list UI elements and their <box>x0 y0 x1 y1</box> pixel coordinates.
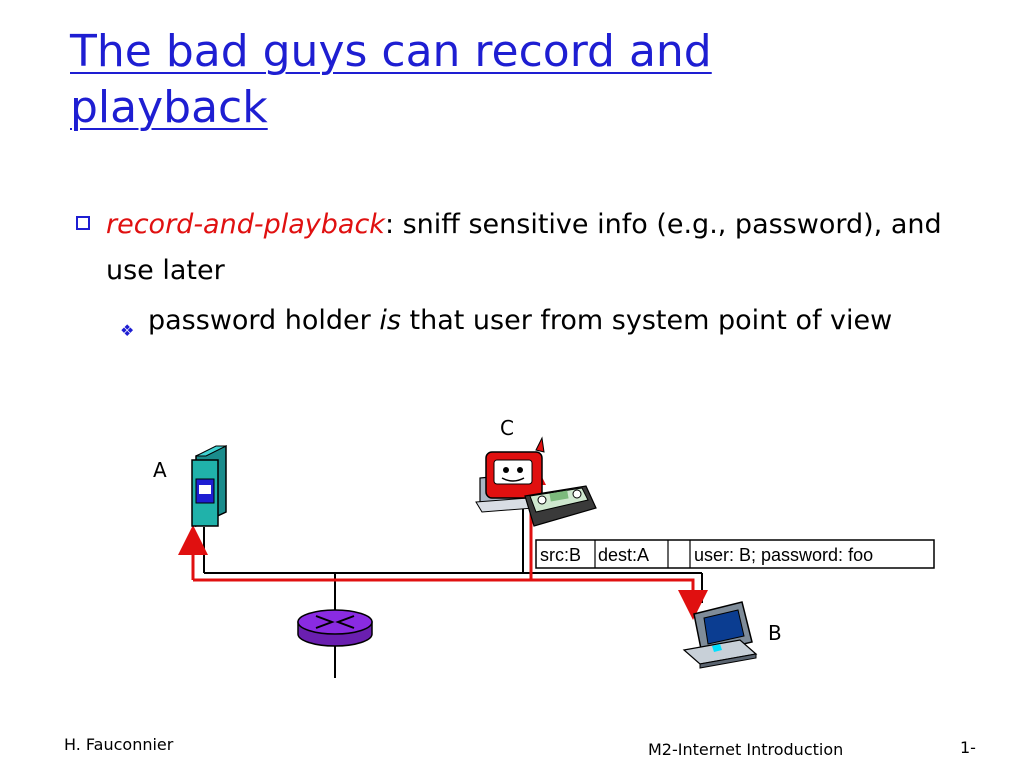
bullet-text: record-and-playback: sniff sensitive inf… <box>106 202 976 294</box>
sub-bullet-part2: that user from system point of view <box>400 305 893 336</box>
label-a: A <box>153 458 167 482</box>
label-b: B <box>768 621 782 645</box>
diamond-bullet-icon: ❖ <box>120 321 135 340</box>
footer-course: M2-Internet Introduction <box>648 740 844 759</box>
label-c: C <box>500 416 514 440</box>
packet-src: src:B <box>540 545 581 565</box>
attacker-c-icon <box>475 436 597 527</box>
sub-bullet-part1: password holder <box>148 305 380 336</box>
packet-dest: dest:A <box>598 545 649 565</box>
bullet-record-and-playback: record-and-playback: sniff sensitive inf… <box>76 202 976 294</box>
host-b-icon <box>682 601 758 669</box>
recorded-packet: src:B dest:A user: B; password: foo <box>535 539 935 569</box>
sub-bullet-text: password holder is that user from system… <box>148 300 970 342</box>
router-icon <box>297 609 373 647</box>
playback-path <box>178 455 708 620</box>
slide-title: The bad guys can record and playback <box>70 26 712 133</box>
packet-payload: user: B; password: foo <box>694 545 873 565</box>
network-wires <box>203 507 703 678</box>
footer-page-number: 1- <box>960 738 976 757</box>
square-bullet-icon <box>76 216 90 230</box>
bullet-term: record-and-playback <box>106 209 385 240</box>
host-a-icon <box>191 444 227 528</box>
bullet-description: : sniff sensitive info (e.g., password),… <box>106 209 942 286</box>
sub-bullet-password-holder: ❖ password holder is that user from syst… <box>120 300 970 342</box>
footer-author: H. Fauconnier <box>64 735 174 754</box>
sub-bullet-italic: is <box>379 305 401 336</box>
